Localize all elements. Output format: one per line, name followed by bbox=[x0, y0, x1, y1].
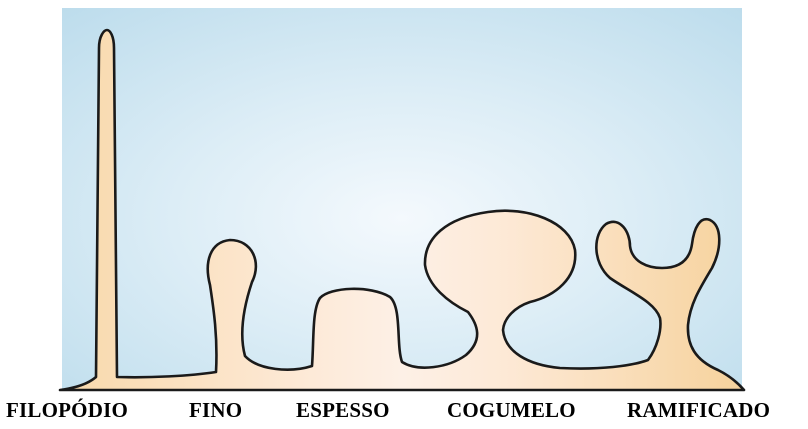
label-ramificado: RAMIFICADO bbox=[627, 398, 770, 423]
label-cogumelo: COGUMELO bbox=[447, 398, 576, 423]
background-panel bbox=[62, 8, 742, 390]
label-filopodio: FILOPÓDIO bbox=[6, 398, 128, 423]
label-fino: FINO bbox=[189, 398, 242, 423]
label-espesso: ESPESSO bbox=[296, 398, 390, 423]
